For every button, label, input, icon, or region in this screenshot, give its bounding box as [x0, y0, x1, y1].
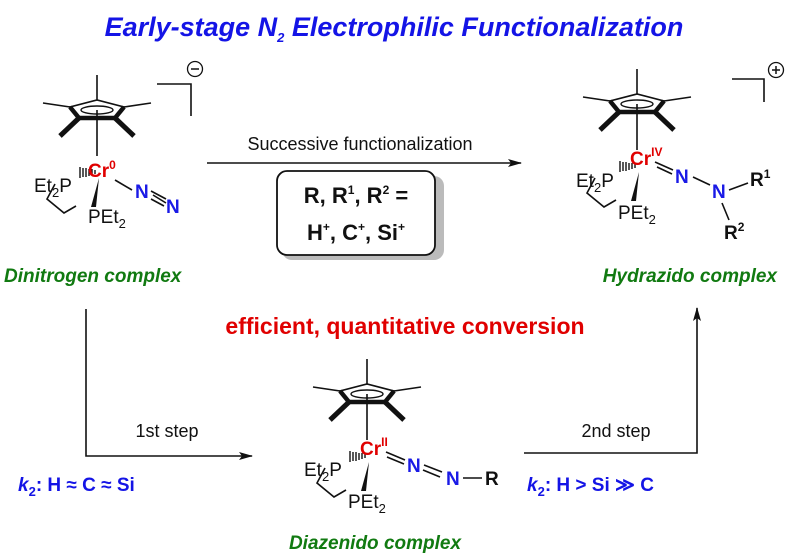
n-beta: N — [712, 182, 726, 203]
hydrazido-label: Hydrazido complex — [603, 266, 779, 287]
second-step-arrow — [524, 307, 701, 454]
n-alpha: N — [135, 182, 149, 203]
n-beta: N — [446, 469, 460, 490]
cp-star-ligand-icon — [43, 75, 151, 156]
negative-charge-icon — [186, 60, 204, 78]
first-step-label: 1st step — [135, 421, 198, 441]
n-beta: N — [166, 197, 180, 218]
reagent-line-2: H+, C+, Si+ — [307, 220, 405, 245]
chromium-atom: CrII — [360, 435, 388, 460]
diazenido-complex: CrII Et2P PEt2 N N R — [304, 359, 499, 516]
second-step-label: 2nd step — [581, 421, 650, 441]
pet2-bottom: PEt2 — [618, 203, 656, 227]
first-step-rate: k2: H ≈ C ≈ Si — [18, 475, 135, 499]
second-step-rate: k2: H > Si ≫ C — [527, 475, 654, 499]
chromium-atom: CrIV — [630, 145, 662, 170]
reagent-line-1: R, R1, R2 = — [304, 183, 408, 208]
hydrazido-complex: CrIV Et2P PEt2 N N R1 R2 — [576, 61, 785, 244]
cp-star-ligand-icon — [583, 69, 691, 150]
n-alpha: N — [407, 456, 421, 477]
n-alpha: N — [675, 167, 689, 188]
pet2-bottom: PEt2 — [348, 492, 386, 516]
r1-group: R1 — [750, 167, 771, 191]
reagent-box: R, R1, R2 = H+, C+, Si+ — [276, 170, 444, 260]
et2p-left: Et2P — [304, 460, 342, 484]
scheme-title: Early-stage N2 Electrophilic Functionali… — [105, 12, 684, 45]
first-step-arrow — [85, 309, 253, 460]
r-group: R — [485, 469, 499, 490]
cp-star-ligand-icon — [313, 359, 421, 440]
r2-group: R2 — [724, 220, 745, 244]
bracket — [732, 78, 765, 102]
dinitrogen-label: Dinitrogen complex — [4, 266, 183, 287]
successive-label: Successive functionalization — [247, 134, 472, 154]
dinitrogen-complex: Cr0 Et2P PEt2 N N — [34, 60, 204, 231]
et2p-left: Et2P — [576, 171, 614, 195]
conversion-highlight: efficient, quantitative conversion — [225, 313, 584, 339]
positive-charge-icon — [767, 61, 785, 79]
chromium-atom: Cr0 — [88, 158, 116, 182]
bracket — [157, 83, 192, 116]
diazenido-label: Diazenido complex — [289, 533, 463, 554]
pet2-bottom: PEt2 — [88, 207, 126, 231]
et2p-left: Et2P — [34, 176, 72, 200]
